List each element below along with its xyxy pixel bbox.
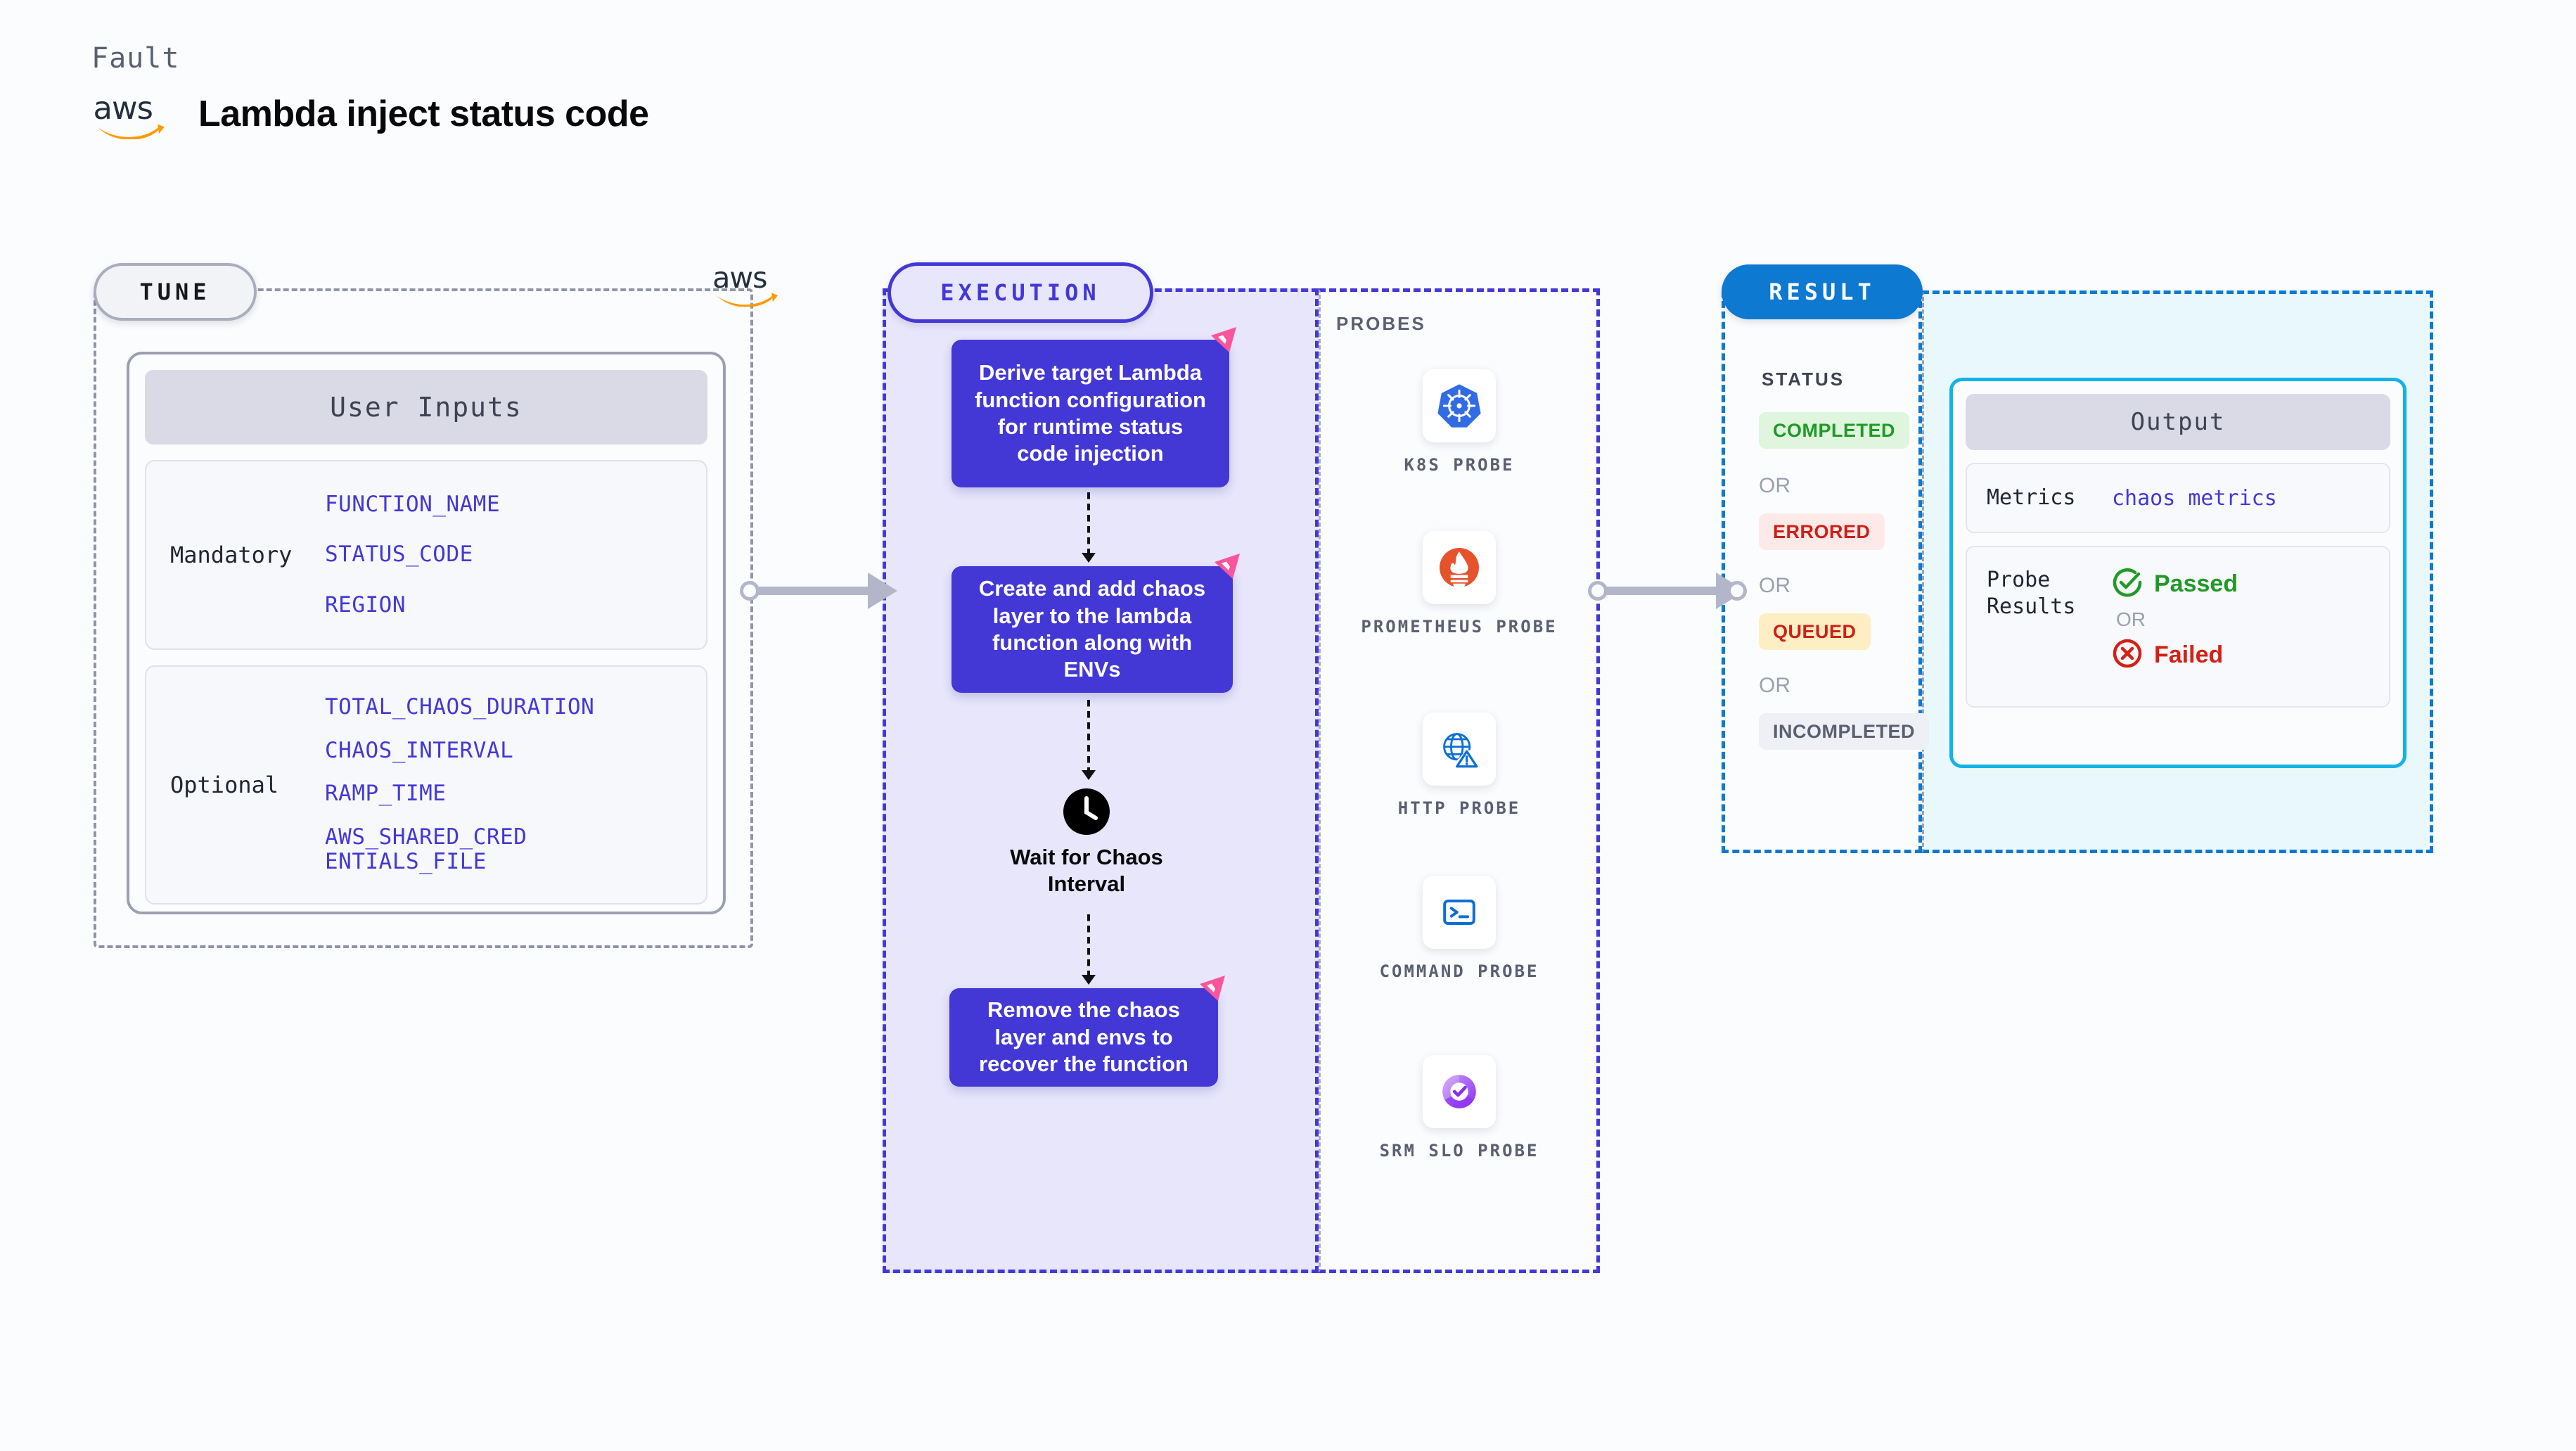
- chaos-flag-icon: [1212, 551, 1243, 582]
- status-title: STATUS: [1762, 369, 1845, 390]
- probe-label-srm-slo: SRM SLO PROBE: [1379, 1141, 1539, 1161]
- http-globe-warning-icon: [1423, 712, 1496, 786]
- probe-result-failed: Failed: [2112, 638, 2238, 672]
- user-inputs-card: User Inputs Mandatory FUNCTION_NAME STAT…: [127, 352, 726, 914]
- chaos-flag-icon: [1208, 324, 1239, 355]
- output-title: Output: [1966, 394, 2390, 450]
- probe-label-command: COMMAND PROBE: [1379, 961, 1539, 981]
- aws-logo: aws: [91, 89, 174, 140]
- flow-arrow-1: [1082, 492, 1096, 563]
- param-aws-shared-credentials-file[interactable]: AWS_SHARED_CREDENTIALS_FILE: [325, 824, 527, 875]
- mandatory-params-group: Mandatory FUNCTION_NAME STATUS_CODE REGI…: [145, 460, 707, 650]
- param-total-chaos-duration[interactable]: TOTAL_CHAOS_DURATION: [325, 693, 595, 720]
- prometheus-icon: [1423, 531, 1496, 604]
- param-function-name[interactable]: FUNCTION_NAME: [325, 491, 501, 517]
- status-badge-completed: COMPLETED: [1759, 412, 1910, 449]
- execution-step-1-label: Derive target Lambda function configurat…: [975, 360, 1206, 466]
- metrics-key: Metrics: [1987, 485, 2076, 511]
- flow-arrow-2: [1082, 700, 1096, 780]
- output-metrics-row: Metrics chaos metrics: [1966, 463, 2390, 533]
- tune-stage-pill[interactable]: TUNE: [94, 263, 257, 321]
- execution-step-2-label: Create and add chaos layer to the lambda…: [978, 576, 1206, 682]
- execution-stage-pill[interactable]: EXECUTION: [887, 262, 1153, 323]
- probe-item-k8s[interactable]: K8S PROBE: [1350, 369, 1568, 476]
- connector-tune-to-execution: [740, 563, 902, 619]
- probes-title: PROBES: [1336, 313, 1426, 334]
- svg-text:aws: aws: [712, 261, 767, 295]
- page-header: Fault aws Lambda inject status code: [91, 42, 649, 140]
- terminal-icon: [1423, 876, 1496, 949]
- probe-result-or: OR: [2116, 608, 2146, 630]
- failed-label: Failed: [2154, 641, 2224, 668]
- execution-step-2[interactable]: Create and add chaos layer to the lambda…: [951, 554, 1240, 693]
- check-circle-icon: [2112, 567, 2143, 601]
- execution-step-3-label: Remove the chaos layer and envs to recov…: [979, 997, 1188, 1077]
- optional-label: Optional: [170, 772, 279, 798]
- metrics-value[interactable]: chaos metrics: [2112, 485, 2277, 511]
- output-card: Output Metrics chaos metrics Probe Resul…: [1949, 378, 2407, 768]
- param-ramp-time[interactable]: RAMP_TIME: [325, 781, 447, 807]
- connector-execution-to-result: [1588, 563, 1750, 619]
- tune-region: [94, 288, 753, 948]
- flow-arrow-3: [1082, 914, 1096, 985]
- probe-item-srm-slo[interactable]: SRM SLO PROBE: [1350, 1055, 1568, 1162]
- result-stage-pill[interactable]: RESULT: [1722, 264, 1923, 319]
- param-region[interactable]: REGION: [325, 592, 406, 618]
- param-chaos-interval[interactable]: CHAOS_INTERVAL: [325, 737, 514, 763]
- mandatory-label: Mandatory: [170, 542, 293, 568]
- fault-kicker: Fault: [91, 42, 180, 75]
- probe-label-k8s: K8S PROBE: [1404, 455, 1515, 475]
- status-or-2: OR: [1759, 574, 1790, 597]
- optional-params-group: Optional TOTAL_CHAOS_DURATION CHAOS_INTE…: [145, 665, 707, 905]
- execution-step-3[interactable]: Remove the chaos layer and envs to recov…: [949, 976, 1225, 1087]
- probe-item-prometheus[interactable]: PROMETHEUS PROBE: [1350, 531, 1568, 638]
- probe-results-key: Probe Results: [1987, 568, 2076, 619]
- clock-icon: [1063, 788, 1110, 836]
- status-or-3: OR: [1759, 674, 1790, 697]
- kubernetes-icon: [1423, 369, 1496, 442]
- svg-text:aws: aws: [94, 89, 153, 127]
- result-status-region: [1722, 290, 1922, 853]
- execution-step-1[interactable]: Derive target Lambda function configurat…: [951, 327, 1236, 487]
- param-status-code[interactable]: STATUS_CODE: [325, 542, 473, 568]
- status-badge-incompleted: INCOMPLETED: [1759, 713, 1930, 750]
- probe-item-http[interactable]: HTTP PROBE: [1350, 712, 1568, 819]
- wait-node-label: Wait for Chaos Interval: [1010, 845, 1163, 896]
- probe-item-command[interactable]: COMMAND PROBE: [1350, 876, 1568, 983]
- srm-slo-icon: [1423, 1055, 1496, 1128]
- page-title: Lambda inject status code: [198, 94, 649, 134]
- user-inputs-title: User Inputs: [145, 370, 707, 445]
- probe-result-passed: Passed: [2112, 567, 2238, 601]
- chaos-flag-icon: [1197, 973, 1228, 1004]
- status-badge-queued: QUEUED: [1759, 613, 1871, 650]
- status-or-1: OR: [1759, 474, 1790, 497]
- passed-label: Passed: [2154, 570, 2238, 597]
- probe-label-http: HTTP PROBE: [1397, 798, 1521, 818]
- wait-for-chaos-interval-node: Wait for Chaos Interval: [978, 788, 1196, 897]
- aws-logo-tune: aws: [710, 260, 788, 307]
- probe-label-prometheus: PROMETHEUS PROBE: [1361, 617, 1558, 637]
- status-badge-errored: ERRORED: [1759, 513, 1885, 550]
- x-circle-icon: [2112, 638, 2143, 672]
- output-probe-results-row: Probe Results Passed OR: [1966, 546, 2390, 708]
